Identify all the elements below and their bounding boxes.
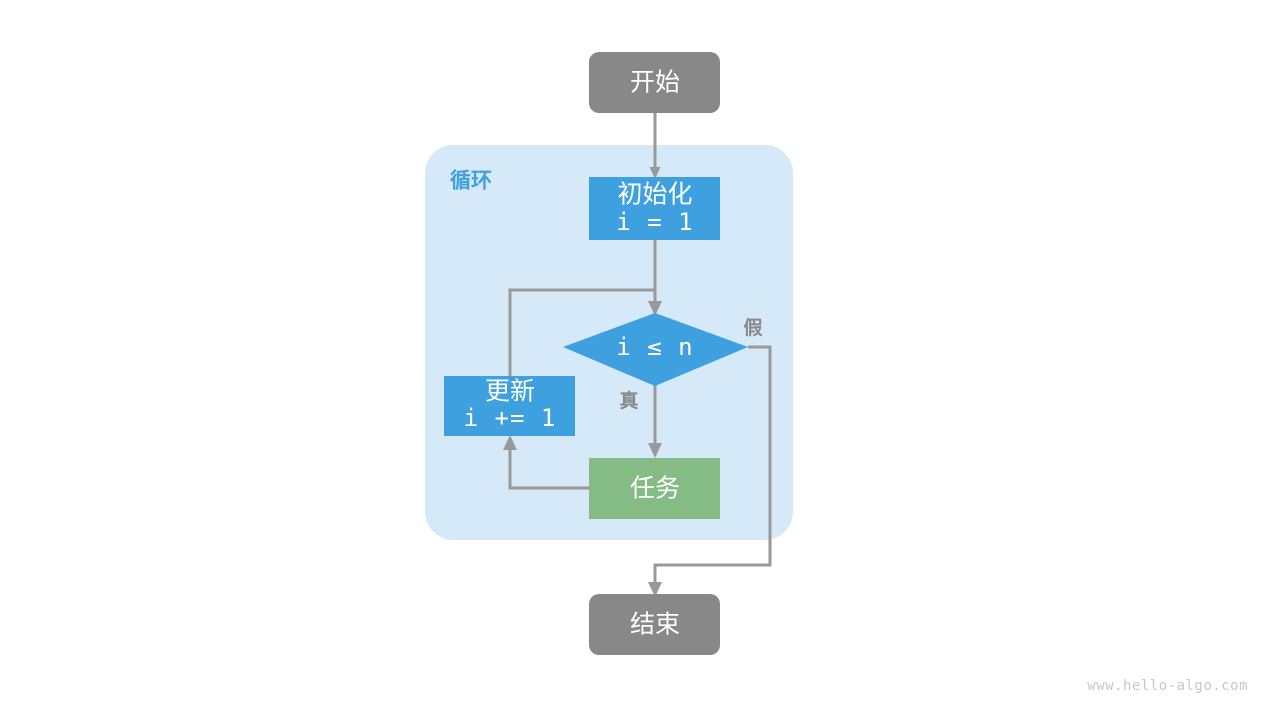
edge-init-to-decision <box>648 240 662 316</box>
node-init[interactable]: 初始化 i = 1 <box>589 177 720 240</box>
node-update[interactable]: 更新 i += 1 <box>444 376 575 436</box>
edge-update-to-decision <box>508 288 655 376</box>
node-task-label: 任务 <box>630 475 680 503</box>
edge-decision-to-task <box>648 385 662 458</box>
node-start-label: 开始 <box>630 69 680 97</box>
node-init-label-line1: 初始化 <box>617 181 692 209</box>
node-start[interactable]: 开始 <box>589 52 720 113</box>
node-end[interactable]: 结束 <box>589 594 720 655</box>
node-init-label-line2: i = 1 <box>616 208 693 236</box>
node-end-shape <box>589 594 720 655</box>
edge-label-true: 真 <box>619 389 638 412</box>
edge-label-false: 假 <box>743 316 762 339</box>
edge-start-to-init <box>649 113 661 179</box>
node-decision-shape <box>563 313 748 386</box>
node-task-shape <box>589 458 720 519</box>
node-decision-label: i ≤ n <box>616 333 693 361</box>
node-start-shape <box>589 52 720 113</box>
node-update-label-line1: 更新 <box>485 378 535 406</box>
edge-decision-to-end <box>648 345 772 597</box>
node-end-label: 结束 <box>630 611 680 639</box>
node-init-shape <box>589 177 720 240</box>
node-task[interactable]: 任务 <box>589 458 720 519</box>
loop-group-label: 循环 <box>450 169 492 193</box>
edge-task-to-update <box>503 435 589 490</box>
watermark-url: www.hello-algo.com <box>1087 678 1248 694</box>
node-update-label-line2: i += 1 <box>464 404 557 432</box>
node-update-shape <box>444 376 575 436</box>
node-decision[interactable]: i ≤ n <box>563 313 748 386</box>
